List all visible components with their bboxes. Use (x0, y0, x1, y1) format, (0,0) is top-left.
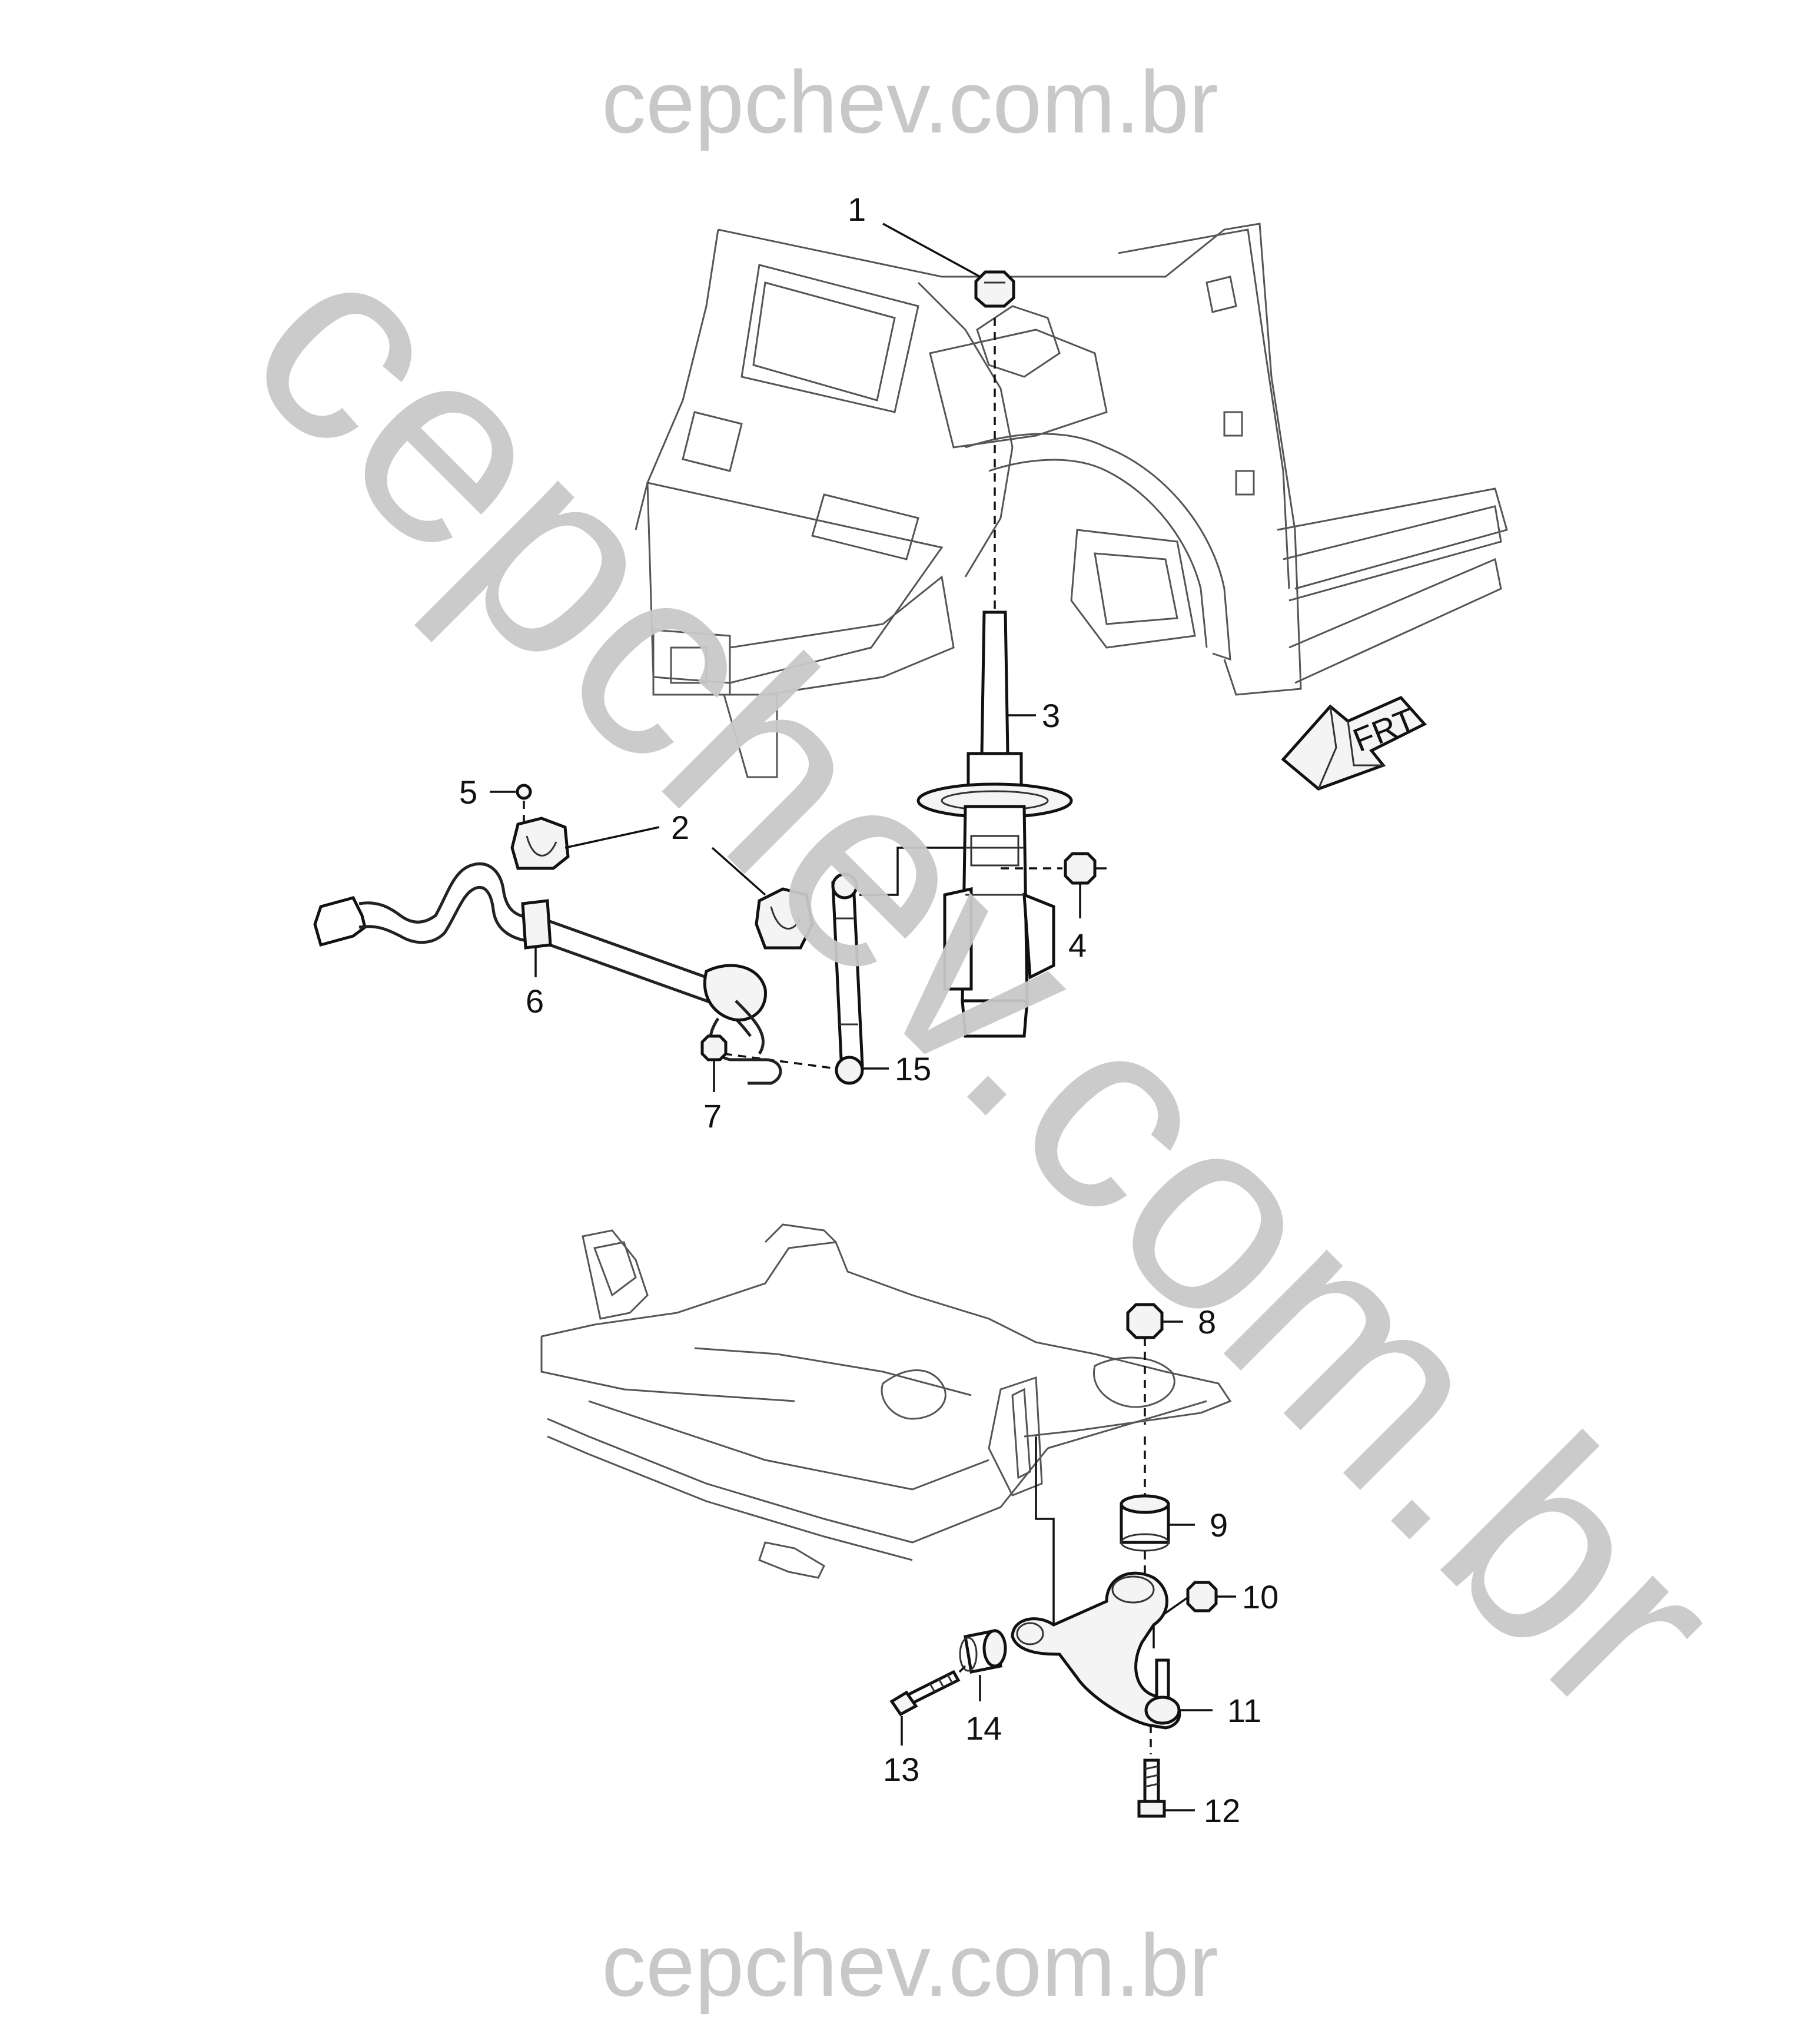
callout-5: 5 (459, 774, 477, 811)
stabilizer-link (831, 872, 864, 1085)
leader-2a (564, 826, 660, 849)
clamp-bolt (516, 784, 532, 800)
callout-14: 14 (965, 1710, 1002, 1747)
lower-control-arm (1011, 1571, 1181, 1730)
callout-2: 2 (671, 809, 689, 846)
callout-9: 9 (1210, 1507, 1228, 1544)
strut-link-nut (1064, 852, 1097, 885)
callout-1: 1 (848, 191, 866, 228)
strut-assembly (916, 610, 1073, 1038)
control-arm-horizontal-bushing (959, 1629, 1007, 1674)
link-bolt-axis (723, 1053, 836, 1070)
subframe-bushing-nut (1126, 1303, 1164, 1339)
stabilizer-bar (313, 862, 782, 1085)
watermark-diagonal: cepchev.com.br (192, 188, 1778, 1774)
vehicle-body-structure (635, 223, 1508, 778)
watermark-top: cepchev.com.br (602, 52, 1218, 151)
callout-8: 8 (1198, 1303, 1216, 1340)
callout-4: 4 (1068, 927, 1087, 964)
stabilizer-bushing-clamp-right (755, 887, 814, 950)
callout-6: 6 (526, 983, 544, 1020)
callout-15: 15 (895, 1050, 931, 1087)
front-subframe (540, 1223, 1232, 1579)
control-arm-vertical-bushing (1120, 1494, 1170, 1552)
stabilizer-link-nut (700, 1034, 728, 1061)
control-arm-bolt (889, 1670, 961, 1717)
callout-13: 13 (883, 1751, 919, 1788)
watermark-bottom: cepchev.com.br (602, 1916, 1218, 2015)
strut-mount-nut (974, 270, 1015, 308)
link-connector-line (859, 847, 965, 896)
callout-labels: 1 2 3 4 5 6 7 8 9 10 11 12 13 14 15 (459, 191, 1278, 1829)
callout-7: 7 (703, 1097, 722, 1134)
front-direction-arrow-icon: FRT (1281, 695, 1427, 791)
callout-12: 12 (1204, 1792, 1240, 1829)
frt-label: FRT (1348, 701, 1421, 759)
ball-joint-nut (1186, 1581, 1218, 1612)
callout-3: 3 (1042, 697, 1060, 734)
leader-1 (882, 223, 981, 278)
callout-11: 11 (1227, 1692, 1261, 1729)
leader-2b (711, 847, 766, 896)
callout-10: 10 (1242, 1578, 1278, 1615)
subframe-arm-connector (1035, 1436, 1055, 1631)
ball-joint-bolt (1137, 1758, 1166, 1818)
stabilizer-bushing-clamp-left (510, 817, 570, 870)
bolt-13-axis (958, 1665, 967, 1673)
